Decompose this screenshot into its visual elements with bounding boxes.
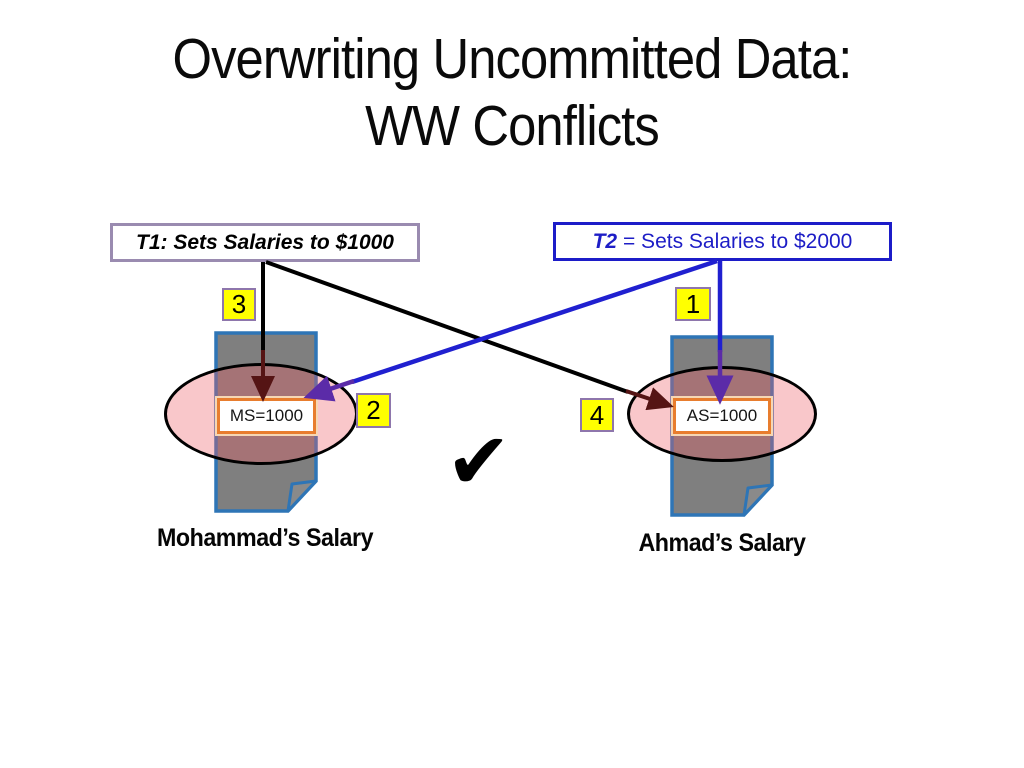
step-badge-4: 4 xyxy=(580,398,614,432)
step-badge-1: 1 xyxy=(675,287,711,321)
slide-title: Overwriting Uncommitted Data: WW Conflic… xyxy=(56,26,967,159)
ms-record-box: MS=1000 xyxy=(215,396,318,436)
ms-value: MS=1000 xyxy=(229,406,304,425)
step-badge-2: 2 xyxy=(356,393,391,428)
title-line-1: Overwriting Uncommitted Data: xyxy=(172,27,853,91)
as-value: AS=1000 xyxy=(686,406,758,425)
t2-to-ms-arrow-shaft xyxy=(351,258,718,385)
ahmad-salary-caption: Ahmad’s Salary xyxy=(638,529,806,557)
step-badge-2-label: 2 xyxy=(366,395,381,425)
step-badge-1-label: 1 xyxy=(685,288,701,319)
as-record-box: AS=1000 xyxy=(671,396,773,436)
step-badge-3-label: 3 xyxy=(231,289,247,319)
t1-label: T1: Sets Salaries to $1000 xyxy=(136,230,394,254)
step-badge-4-label: 4 xyxy=(589,399,605,430)
t2-name: T2 xyxy=(592,229,618,253)
t1-to-as-arrow-shaft xyxy=(265,260,629,394)
title-line-2: WW Conflicts xyxy=(365,93,660,158)
checkmark-icon: ✔ xyxy=(446,417,512,507)
step-badge-3: 3 xyxy=(222,288,256,321)
t1-transaction-box: T1: Sets Salaries to $1000 xyxy=(110,223,420,262)
t2-transaction-box: T2 = Sets Salaries to $2000 xyxy=(553,222,892,261)
t2-label-rest: = Sets Salaries to $2000 xyxy=(617,229,853,253)
mohammad-salary-caption: Mohammad’s Salary xyxy=(156,524,374,552)
